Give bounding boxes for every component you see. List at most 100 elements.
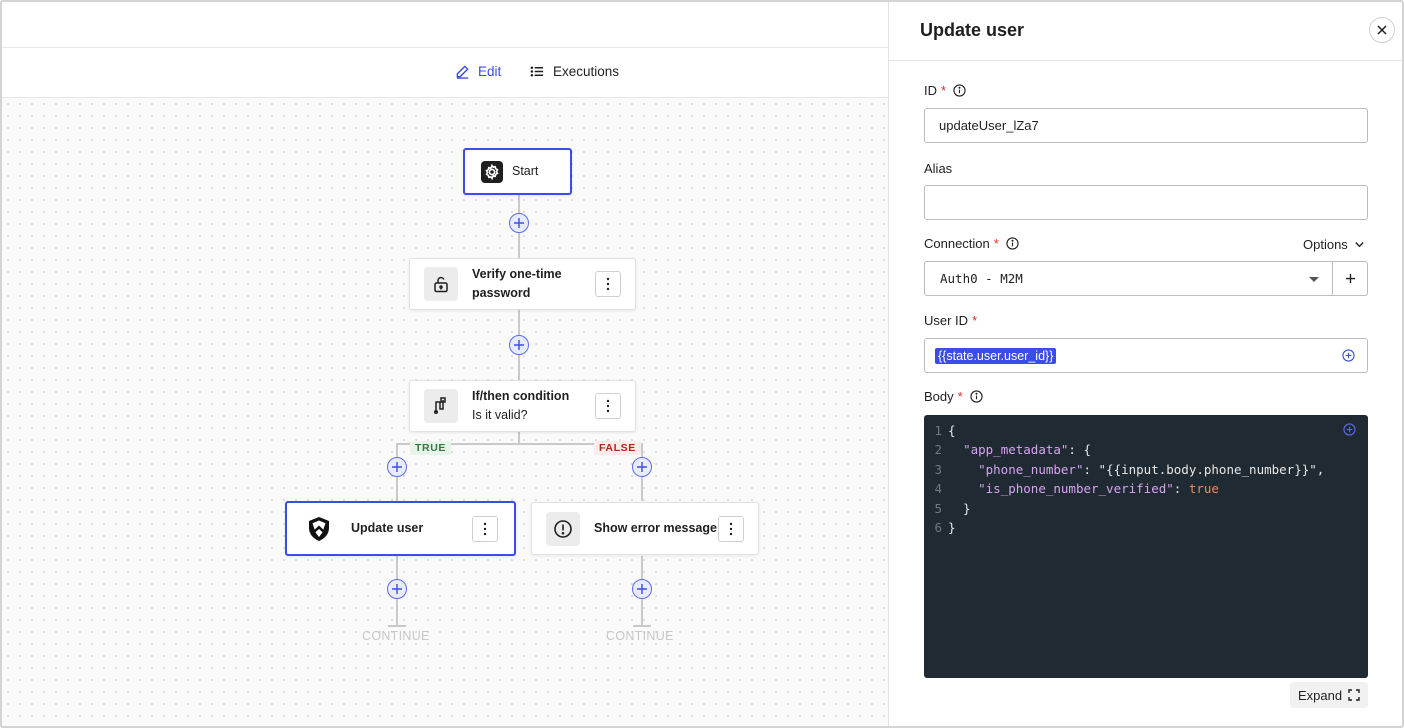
verify-node-title: Verify one-time [472, 267, 562, 281]
alias-input[interactable] [924, 185, 1368, 220]
line-number: 5 [934, 500, 942, 516]
plus-icon [637, 462, 647, 472]
update-user-node[interactable]: Update user [285, 501, 516, 556]
connection-select-value: Auth0 - M2M [940, 271, 1023, 286]
line-number: 6 [934, 520, 942, 536]
info-icon[interactable] [1006, 237, 1019, 250]
id-input[interactable]: updateUser_lZa7 [924, 108, 1368, 143]
required-mark: * [993, 236, 999, 251]
code-line: 6} [924, 518, 1368, 537]
update-user-panel: Update user ID * updateUser_lZa7 Alias C… [888, 2, 1402, 726]
code-text: "app_metadata": { [963, 442, 1092, 458]
code-text: } [948, 520, 956, 536]
pencil-icon [456, 65, 469, 79]
code-text: } [948, 500, 971, 516]
user-id-label-text: User ID [924, 313, 969, 328]
condition-node[interactable]: If/then condition Is it valid? [409, 380, 636, 432]
id-label-text: ID [924, 83, 937, 98]
line-number: 2 [934, 442, 942, 458]
info-icon[interactable] [953, 84, 966, 97]
close-panel-button[interactable] [1369, 17, 1395, 43]
line-number: 1 [934, 423, 942, 438]
required-mark: * [957, 389, 963, 404]
alias-label-text: Alias [924, 161, 953, 176]
gear-icon [481, 160, 503, 183]
user-id-token: {{state.user.user_id}} [935, 347, 1057, 364]
add-step-button[interactable] [632, 457, 652, 477]
kebab-icon [729, 522, 733, 535]
code-text: "phone_number": "{{input.body.phone_numb… [978, 461, 1325, 477]
options-dropdown[interactable]: Options [1303, 237, 1365, 252]
condition-node-subtitle: Is it valid? [472, 408, 528, 422]
body-label-text: Body [924, 389, 954, 404]
tab-edit-label: Edit [478, 64, 502, 79]
verify-node-menu-button[interactable] [595, 271, 621, 297]
panel-title: Update user [920, 20, 1025, 40]
continue-label: CONTINUE [362, 629, 430, 643]
verify-otp-node[interactable]: Verify one-time password [409, 258, 636, 310]
tab-executions[interactable]: Executions [530, 64, 619, 79]
continue-label: CONTINUE [606, 629, 674, 643]
code-text: "is_phone_number_verified": true [978, 481, 1219, 497]
show-error-node[interactable]: Show error message [531, 502, 759, 555]
start-node-title: Start [512, 164, 539, 178]
branch-false-label: FALSE [594, 441, 641, 455]
kebab-icon [483, 522, 487, 535]
show-error-node-title: Show error message [594, 521, 717, 535]
add-step-button[interactable] [387, 457, 407, 477]
add-connection-button[interactable] [1332, 261, 1368, 296]
close-icon [1377, 25, 1387, 35]
auth0-shield-icon [305, 515, 333, 543]
expand-label: Expand [1298, 687, 1343, 703]
top-bar [2, 2, 888, 48]
update-user-node-menu-button[interactable] [472, 515, 498, 542]
body-label: Body * [924, 389, 983, 404]
add-step-button[interactable] [387, 579, 407, 599]
branch-icon [424, 389, 458, 423]
show-error-node-menu-button[interactable] [718, 515, 744, 542]
kebab-icon [606, 277, 610, 291]
alert-circle-icon [546, 511, 580, 546]
add-step-button[interactable] [632, 579, 652, 599]
id-label: ID * [924, 83, 966, 98]
add-variable-icon[interactable] [1343, 423, 1356, 436]
code-line: 1{ [924, 421, 1368, 440]
condition-node-menu-button[interactable] [595, 393, 621, 419]
caret-down-icon [1309, 277, 1319, 282]
line-number: 3 [934, 461, 942, 477]
code-lines: 1{2 "app_metadata": {3 "phone_number": "… [924, 421, 1368, 537]
tab-edit[interactable]: Edit [455, 64, 501, 79]
expand-button[interactable]: Expand [1290, 682, 1369, 708]
info-icon[interactable] [970, 390, 983, 403]
add-step-button[interactable] [509, 213, 529, 233]
add-variable-icon[interactable] [1342, 349, 1355, 362]
view-tabs: Edit Executions [2, 48, 888, 98]
panel-header: Update user [889, 2, 1402, 61]
unlock-icon [424, 267, 458, 301]
options-label: Options [1303, 237, 1348, 252]
code-text: { [948, 423, 956, 438]
required-mark: * [972, 313, 978, 328]
user-id-label: User ID * [924, 313, 977, 328]
connection-label-text: Connection [924, 236, 990, 251]
connector-end [633, 625, 651, 627]
add-step-button[interactable] [509, 335, 529, 355]
alias-label: Alias [924, 161, 952, 176]
branch-true-label: TRUE [410, 441, 451, 455]
expand-icon [1348, 689, 1360, 701]
body-code-editor[interactable]: 1{2 "app_metadata": {3 "phone_number": "… [924, 415, 1368, 678]
start-node[interactable]: Start [463, 148, 572, 195]
plus-icon [392, 584, 402, 594]
id-input-value: updateUser_lZa7 [939, 118, 1039, 133]
user-id-input[interactable]: {{state.user.user_id}} [924, 338, 1368, 373]
flow-canvas[interactable]: TRUE FALSE Start Verify one-time passwor… [2, 98, 888, 726]
verify-node-subtitle: password [472, 286, 531, 300]
code-line: 3 "phone_number": "{{input.body.phone_nu… [924, 460, 1368, 479]
connection-select[interactable]: Auth0 - M2M [924, 261, 1333, 296]
update-user-node-title: Update user [351, 521, 424, 535]
plus-icon [637, 584, 647, 594]
code-line: 2 "app_metadata": { [924, 440, 1368, 459]
plus-icon [392, 462, 402, 472]
code-line: 4 "is_phone_number_verified": true [924, 479, 1368, 498]
chevron-down-icon [1355, 242, 1364, 248]
